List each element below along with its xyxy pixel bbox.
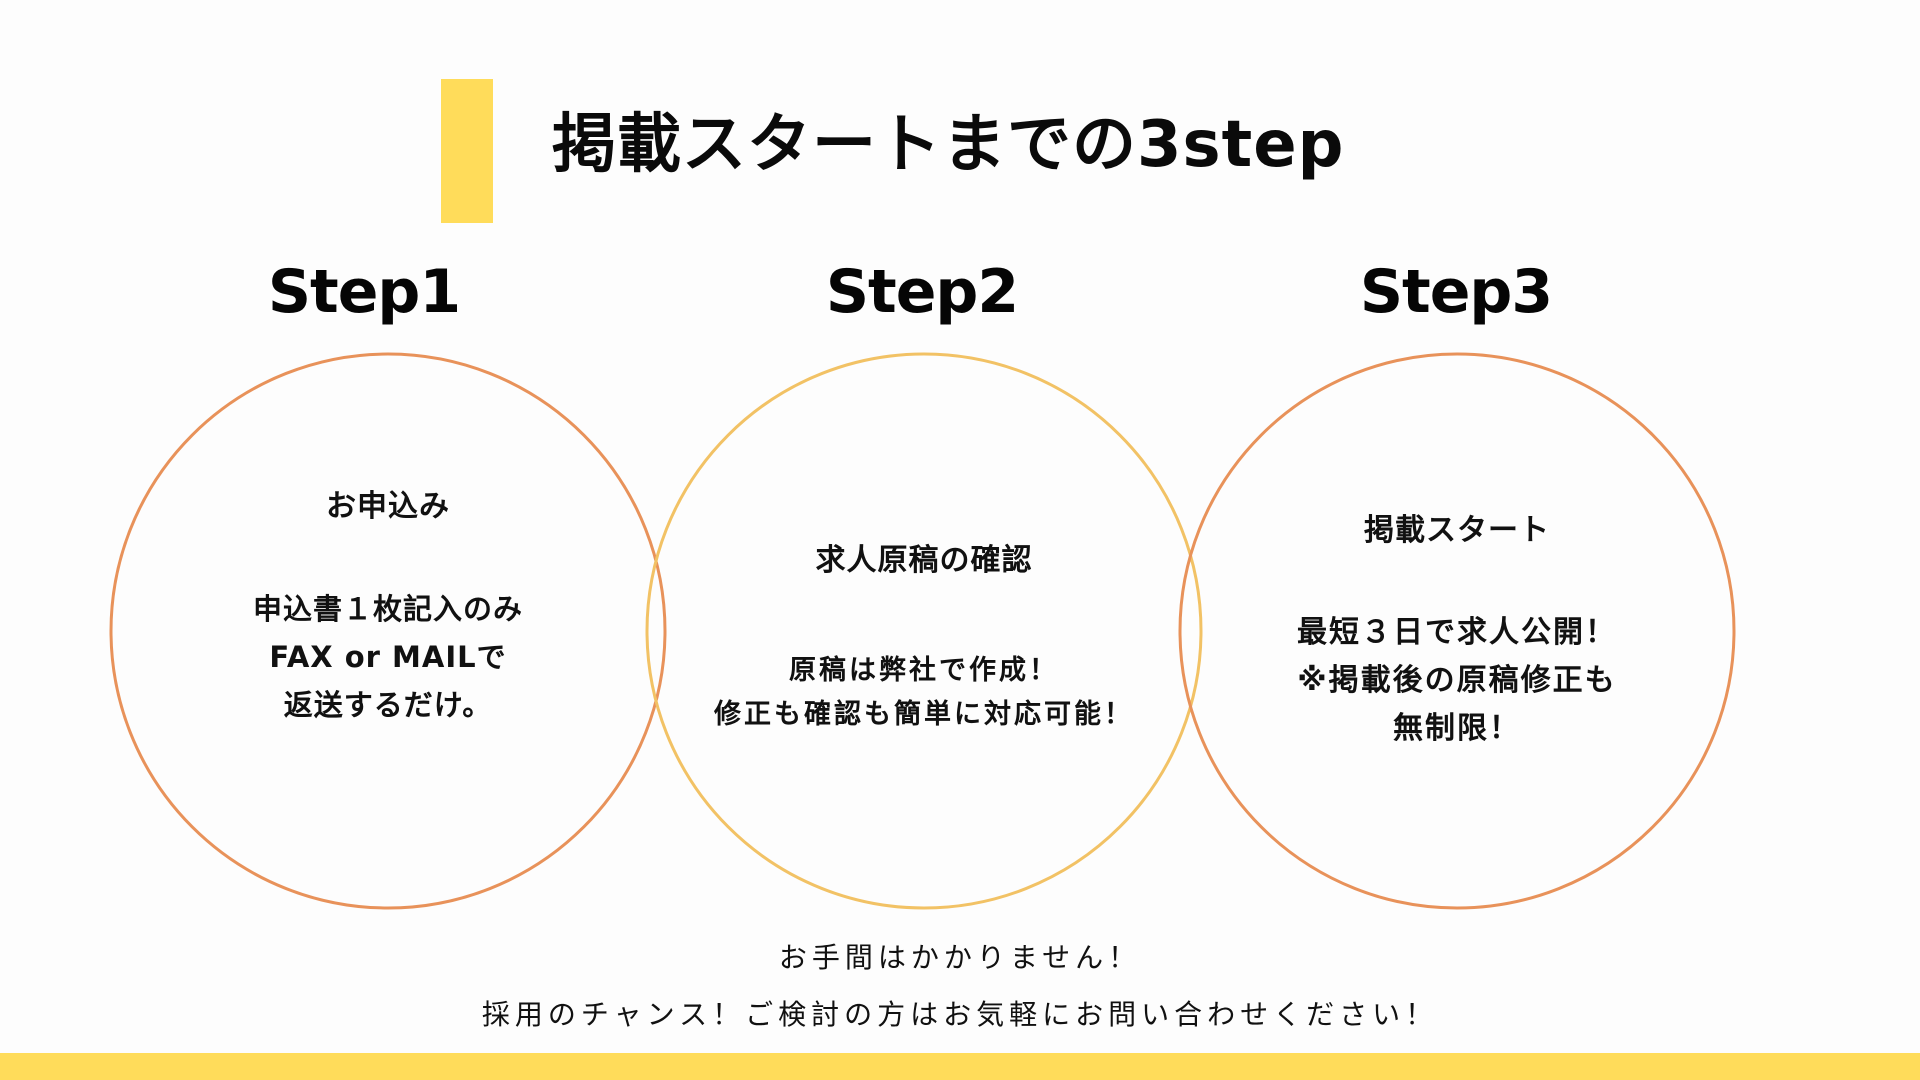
step1-label: Step1 bbox=[267, 257, 461, 327]
step2-line: 修正も確認も簡単に対応可能！ bbox=[714, 699, 1134, 730]
step1-line: 返送するだけ。 bbox=[283, 688, 493, 722]
page-title: 掲載スタートまでの3step bbox=[552, 108, 1345, 182]
bottom-accent-bar bbox=[0, 1053, 1920, 1080]
step1-line: FAX or MAILで bbox=[269, 640, 507, 674]
step2-content: 求人原稿の確認 原稿は弊社で作成！ 修正も確認も簡単に対応可能！ bbox=[664, 541, 1184, 737]
footer-line-1: お手間はかかりません！ bbox=[778, 941, 1142, 974]
step1-content: お申込み 申込書１枚記入のみ FAX or MAILで 返送するだけ。 bbox=[128, 487, 648, 729]
step3-line: 最短３日で求人公開！ bbox=[1297, 615, 1617, 650]
step1-heading: お申込み bbox=[326, 489, 450, 524]
step1-line: 申込書１枚記入のみ bbox=[252, 592, 523, 626]
step2-circle bbox=[645, 352, 1203, 910]
step3-circle bbox=[1178, 352, 1736, 910]
footer-line-2: 採用のチャンス！ご検討の方はお気軽にお問い合わせください！ bbox=[481, 998, 1439, 1031]
step3-label: Step3 bbox=[1359, 257, 1553, 327]
step1-circle bbox=[109, 352, 667, 910]
step3-content: 掲載スタート 最短３日で求人公開！ ※掲載後の原稿修正も 無制限！ bbox=[1197, 511, 1717, 753]
title-accent-bar bbox=[441, 79, 493, 223]
step3-heading: 掲載スタート bbox=[1364, 513, 1550, 548]
step3-line: 無制限！ bbox=[1393, 711, 1521, 746]
step2-line: 原稿は弊社で作成！ bbox=[789, 655, 1059, 686]
step2-heading: 求人原稿の確認 bbox=[815, 543, 1033, 578]
step2-label: Step2 bbox=[825, 257, 1019, 327]
step3-line: ※掲載後の原稿修正も bbox=[1297, 663, 1617, 698]
